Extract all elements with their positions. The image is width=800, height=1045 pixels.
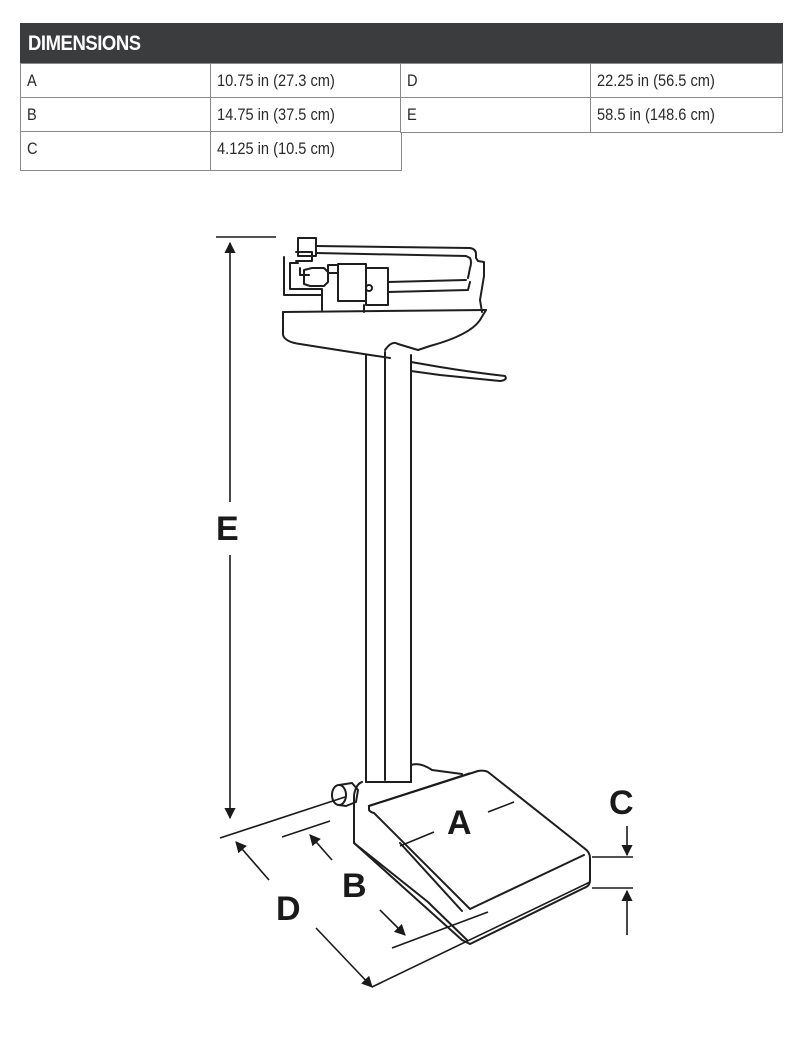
- dimension-label-d: D: [400, 63, 592, 99]
- dimension-value-b: 14.75 in (37.5 cm): [210, 97, 402, 133]
- dimensions-table: DIMENSIONS A 10.75 in (27.3 cm) B 14.75 …: [20, 23, 783, 173]
- dimensions-grid: A 10.75 in (27.3 cm) B 14.75 in (37.5 cm…: [20, 63, 783, 173]
- dimension-lines: [216, 236, 633, 988]
- dimension-label-a: A: [20, 63, 212, 99]
- dimension-value-c: 4.125 in (10.5 cm): [210, 131, 402, 171]
- column: [365, 341, 419, 783]
- dimension-label-c: C: [20, 131, 212, 171]
- label-d: D: [276, 890, 301, 928]
- label-a: A: [447, 804, 472, 842]
- scale-diagram: E A B C D: [216, 236, 634, 988]
- dimension-labels: E A B C D: [216, 510, 634, 928]
- dimensions-title: DIMENSIONS: [28, 32, 141, 55]
- dimension-label-b: B: [20, 97, 212, 133]
- dimension-value-e: 58.5 in (148.6 cm): [590, 97, 783, 133]
- label-b: B: [342, 867, 367, 905]
- beam-assembly: [282, 237, 487, 359]
- dimensions-table-header: DIMENSIONS: [20, 23, 783, 63]
- scale-drawing: [282, 237, 591, 945]
- platform: [331, 763, 591, 945]
- dimension-value-d: 22.25 in (56.5 cm): [590, 63, 783, 99]
- label-c: C: [609, 784, 634, 822]
- dimension-label-e: E: [400, 97, 592, 133]
- height-rod-headpiece: [410, 361, 507, 382]
- dimension-value-a: 10.75 in (27.3 cm): [210, 63, 402, 99]
- label-e: E: [216, 510, 239, 548]
